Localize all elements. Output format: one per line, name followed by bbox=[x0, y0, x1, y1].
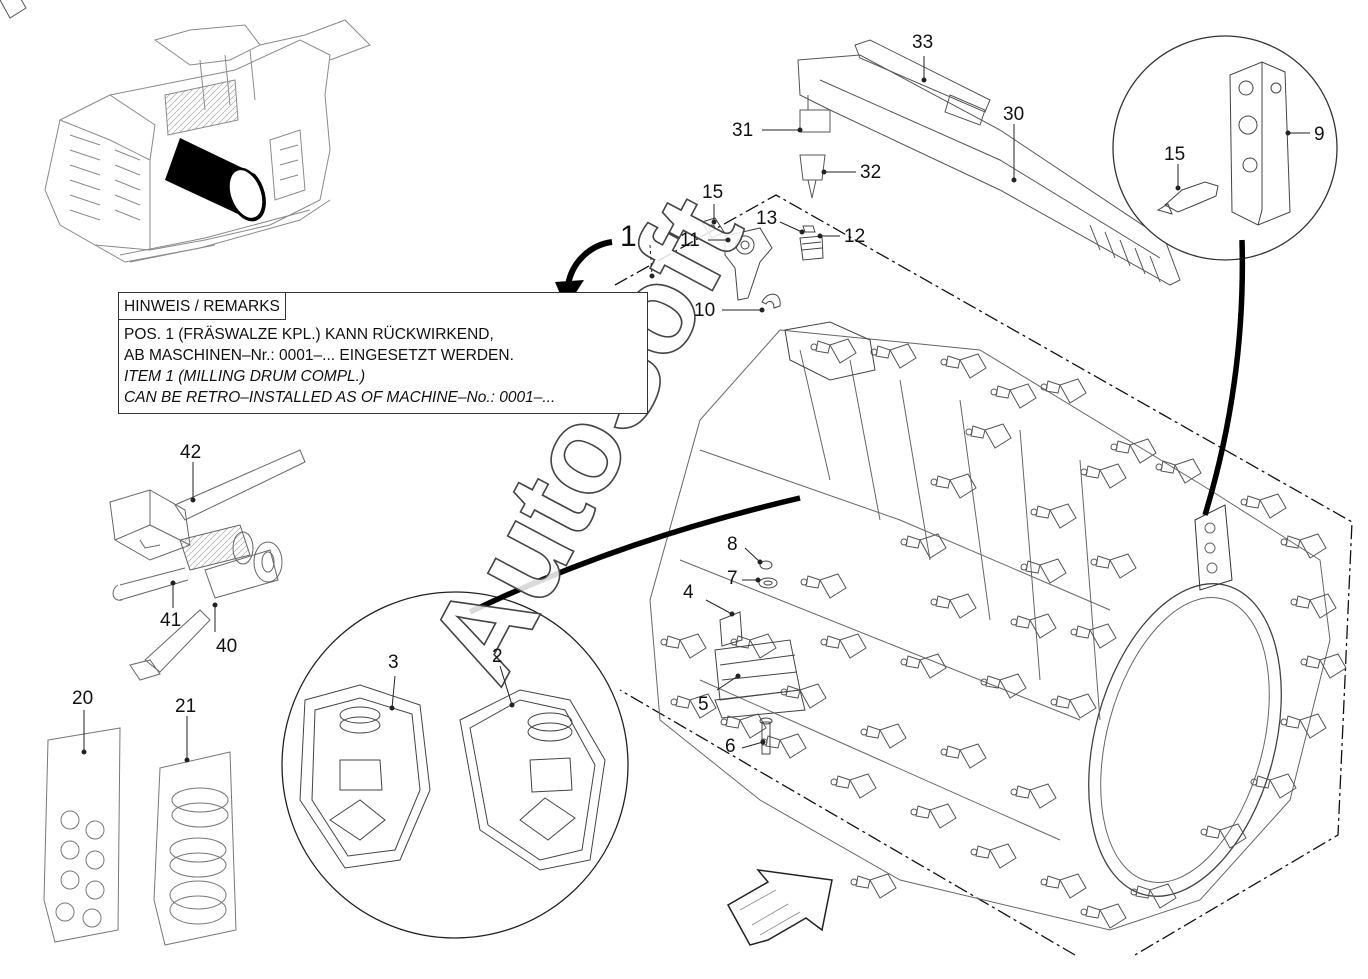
detail-link-curve-2 bbox=[468, 495, 801, 615]
milling-drum-highlight bbox=[165, 138, 266, 222]
callout-1: 1 bbox=[620, 220, 637, 253]
extraction-tool bbox=[797, 39, 1181, 286]
callout-10: 10 bbox=[694, 300, 715, 321]
callout-7: 7 bbox=[727, 568, 738, 589]
callout-5: 5 bbox=[698, 694, 709, 715]
remark-line-de-2: AB MASCHINEN–Nr.: 0001–... EINGESETZT WE… bbox=[124, 347, 514, 364]
callout-numbers: 33 30 31 32 15 13 11 12 10 1 9 15 42 41 … bbox=[72, 32, 1325, 757]
tooth-holder-parts bbox=[701, 217, 876, 381]
callout-15-detail: 15 bbox=[1164, 144, 1185, 165]
remark-line-de-1: POS. 1 (FRÄSWALZE KPL.) KANN RÜCKWIRKEND… bbox=[124, 326, 494, 343]
direction-arrow-hatch bbox=[739, 889, 801, 936]
callout-8: 8 bbox=[727, 534, 738, 555]
callout-31: 31 bbox=[732, 120, 753, 141]
callout-3: 3 bbox=[388, 652, 399, 673]
remarks-body: POS. 1 (FRÄSWALZE KPL.) KANN RÜCKWIRKEND… bbox=[124, 324, 642, 408]
hammer-and-drifts bbox=[109, 449, 306, 681]
assembly-envelope-dashed bbox=[614, 194, 1353, 956]
callout-15-top: 15 bbox=[702, 182, 723, 203]
callout-2: 2 bbox=[492, 646, 503, 667]
direction-arrow bbox=[726, 868, 833, 946]
callout-30: 30 bbox=[1003, 104, 1024, 125]
callout-40: 40 bbox=[216, 636, 237, 657]
remarks-box: HINWEIS / REMARKS POS. 1 (FRÄSWALZE KPL.… bbox=[118, 292, 648, 414]
callout-21: 21 bbox=[175, 696, 196, 717]
callout-20: 20 bbox=[72, 688, 93, 709]
callout-9: 9 bbox=[1314, 124, 1325, 145]
callout-6: 6 bbox=[725, 736, 736, 757]
remark-line-en-2: CAN BE RETRO–INSTALLED AS OF MACHINE–No.… bbox=[124, 389, 556, 406]
detail-circle-holders-2-3 bbox=[281, 591, 629, 939]
callout-12: 12 bbox=[844, 226, 865, 247]
callout-11: 11 bbox=[680, 230, 700, 251]
milling-drum bbox=[0, 0, 1347, 931]
detail-circle-holder bbox=[1112, 35, 1338, 261]
callout-42: 42 bbox=[180, 442, 201, 463]
callout-32: 32 bbox=[860, 162, 881, 183]
callout-41: 41 bbox=[160, 610, 181, 631]
callout-13: 13 bbox=[756, 208, 777, 229]
remarks-header: HINWEIS / REMARKS bbox=[119, 293, 286, 320]
callout-4: 4 bbox=[683, 582, 694, 603]
callout-33: 33 bbox=[912, 32, 933, 53]
machine-overview bbox=[44, 19, 371, 263]
remark-line-en-1: ITEM 1 (MILLING DRUM COMPL.) bbox=[124, 368, 366, 385]
leader-lines bbox=[81, 56, 1310, 763]
spare-parts-bags bbox=[43, 727, 237, 946]
detail-link-curve bbox=[1202, 239, 1246, 516]
